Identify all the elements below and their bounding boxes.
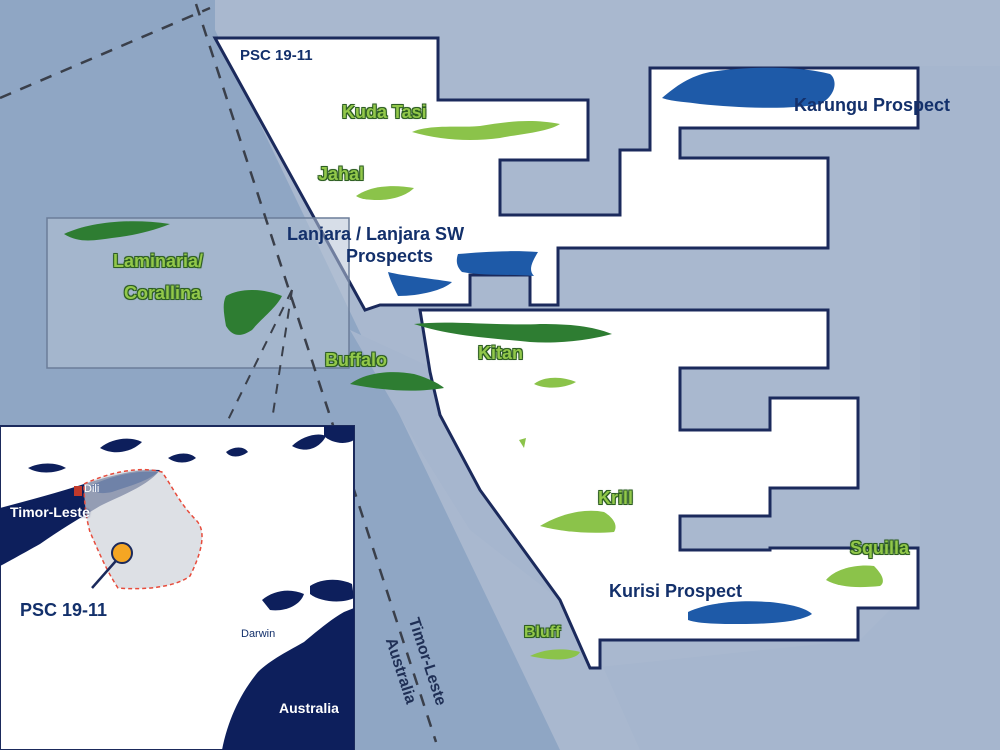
inset-dili-marker	[74, 486, 82, 496]
inset-island-5	[226, 447, 248, 457]
karungu-prospect-label: Karungu Prospect	[794, 95, 951, 115]
maritime-boundary-line	[194, 3, 438, 743]
jpda-boundary-line	[0, 6, 211, 100]
kurisi-prospect[interactable]	[688, 601, 812, 624]
kurisi-prospect-label: Kurisi Prospect	[609, 581, 743, 601]
squilla-label: Squilla	[850, 538, 910, 558]
jahal-field[interactable]	[356, 186, 414, 200]
kuda-tasi-field[interactable]	[412, 120, 560, 140]
psc-block-label: PSC 19-11	[240, 47, 313, 64]
inset-psc-location-marker[interactable]	[111, 542, 133, 564]
inset-locator-map[interactable]	[0, 425, 355, 750]
laminaria-label: Laminaria/	[113, 251, 204, 271]
krill-field[interactable]	[540, 510, 616, 533]
inset-australia-land	[222, 608, 354, 750]
inset-island-2	[168, 453, 196, 463]
corallina-label: Corallina	[124, 283, 202, 303]
bluff-field[interactable]	[530, 649, 580, 660]
inset-island-3	[292, 434, 326, 450]
krill-label: Krill	[598, 488, 634, 508]
inset-island-1	[100, 438, 142, 453]
buffalo-field[interactable]	[350, 372, 444, 391]
kitan-label: Kitan	[478, 343, 523, 363]
inset-darwin-label: Darwin	[241, 628, 276, 640]
small-field-dot[interactable]	[519, 438, 526, 448]
inset-island-4	[28, 463, 66, 473]
karungu-prospect[interactable]	[662, 67, 835, 108]
lanjara-prospect[interactable]	[456, 251, 538, 276]
inset-australia-coast	[262, 590, 304, 611]
lanjara-prospect-label-line2: Prospects	[346, 246, 434, 266]
inset-psc-label: PSC 19-11	[20, 600, 108, 620]
kitan-field[interactable]	[414, 322, 612, 343]
inset-australia-label: Australia	[279, 700, 339, 716]
kitan-south-field[interactable]	[534, 377, 576, 388]
laminaria-area-box	[46, 217, 350, 369]
inset-timor-leste-label: Timor-Leste	[10, 504, 90, 520]
jahal-label: Jahal	[318, 164, 365, 184]
squilla-field[interactable]	[826, 565, 883, 588]
inset-dili-label: Dili	[84, 483, 100, 495]
lanjara-prospect-label-line1: Lanjara / Lanjara SW	[287, 224, 465, 244]
kuda-tasi-label: Kuda Tasi	[342, 102, 427, 122]
bluff-label: Bluff	[524, 624, 561, 641]
laminaria-field[interactable]	[64, 221, 170, 241]
inset-australia-coast-2	[310, 579, 354, 602]
inset-pointer-line-right	[271, 289, 293, 421]
buffalo-label: Buffalo	[325, 350, 387, 370]
inset-island-6	[324, 426, 354, 443]
lanjara-sw-prospect[interactable]	[388, 272, 452, 296]
inset-pointer-line-left	[227, 289, 293, 421]
inset-dili-strip	[90, 471, 158, 494]
corallina-field[interactable]	[223, 290, 282, 335]
